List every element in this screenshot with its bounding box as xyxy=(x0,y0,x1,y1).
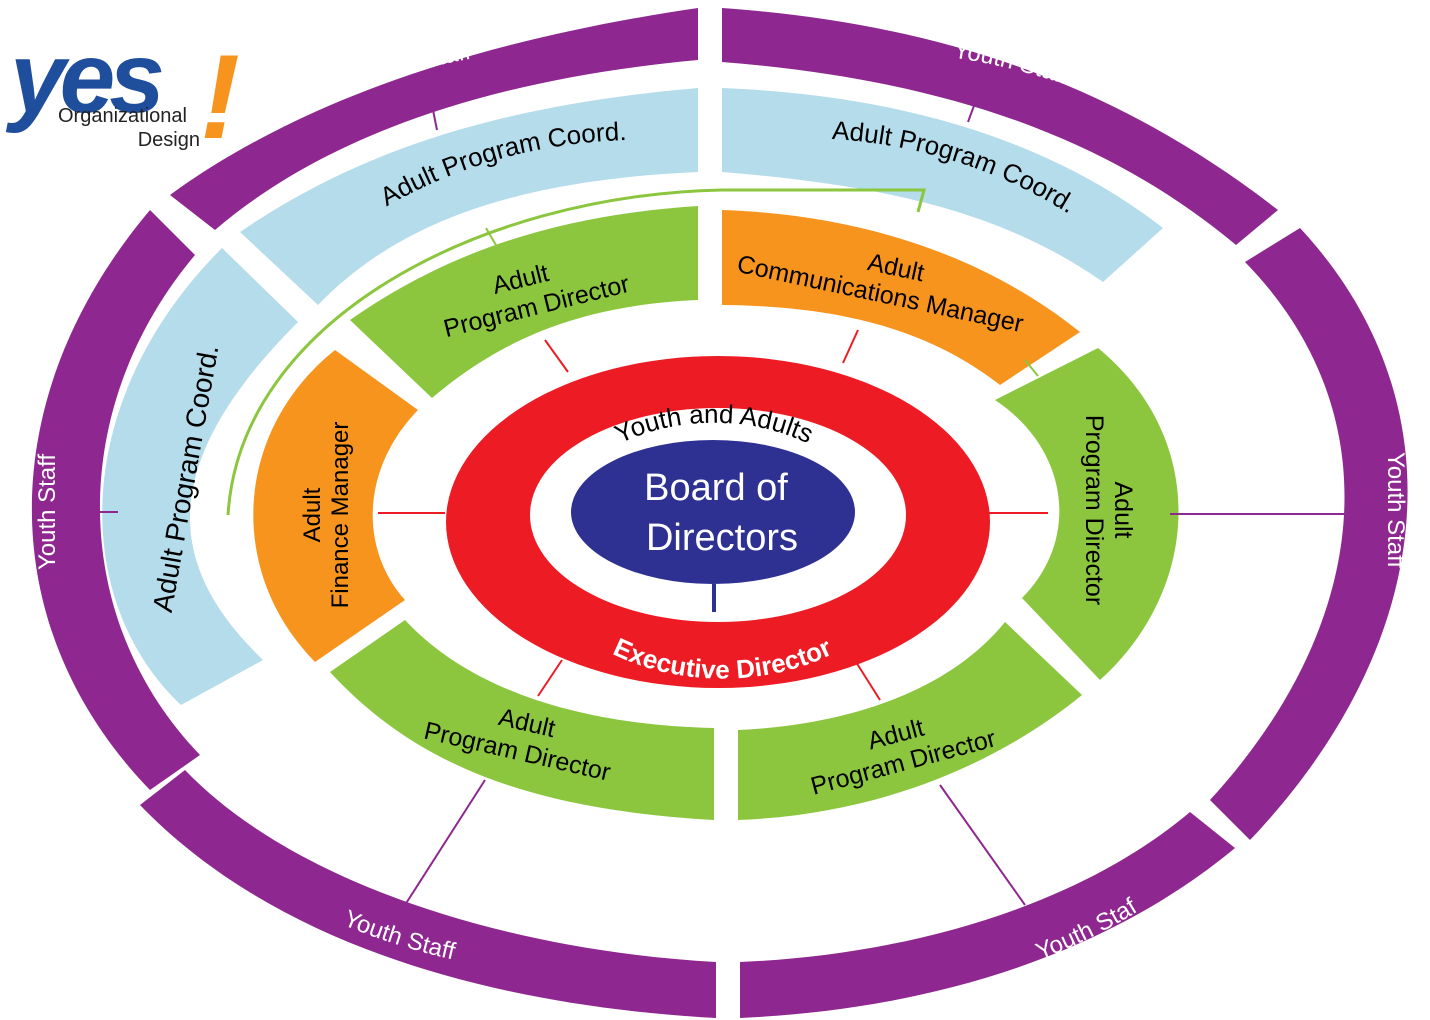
connector-line xyxy=(404,779,486,906)
role-segment-top-right xyxy=(722,210,1080,385)
program-coord-connector-arc xyxy=(226,188,926,516)
youth-staff-segment-bottom-right xyxy=(740,812,1235,1018)
program-coord-segment-left xyxy=(102,248,298,705)
connector-line xyxy=(432,109,438,131)
program-coord-ring xyxy=(102,88,1163,705)
youth-staff-segment-top-right xyxy=(722,8,1278,245)
director-ring xyxy=(253,206,1179,820)
connector-line xyxy=(842,329,859,364)
youth-staff-segment-top-left xyxy=(170,8,698,230)
role-label-line1: Adult xyxy=(299,487,326,542)
connector-lines xyxy=(85,102,1346,906)
role-label-right: Adult Program Director xyxy=(1080,415,1137,605)
board-title-line1: Board of xyxy=(644,467,788,509)
role-label-line2: Program Director xyxy=(1080,415,1108,605)
logo-line1: Organizational xyxy=(58,105,187,127)
role-segment-right xyxy=(995,348,1179,680)
role-segment-top-left xyxy=(350,206,698,398)
connector-line xyxy=(1024,359,1039,377)
role-label-left: Adult Finance Manager xyxy=(299,422,354,609)
role-segment-bottom-left xyxy=(330,620,714,820)
connector-line xyxy=(939,784,1026,906)
yes-logo: yes ! Organizational Design xyxy=(5,22,240,164)
role-label-line1: Adult xyxy=(1109,482,1137,539)
logo-wordmark: yes xyxy=(5,22,162,134)
connector-line xyxy=(537,659,563,697)
youth-staff-segment-left xyxy=(31,210,201,790)
program-coord-segment-top-right xyxy=(722,88,1163,282)
role-label-line2: Finance Manager xyxy=(327,422,354,609)
role-segment-left xyxy=(253,350,418,662)
connector-line xyxy=(967,102,976,123)
youth-staff-label-right: Youth Staff xyxy=(1382,452,1409,568)
role-segment-bottom-right xyxy=(738,622,1082,820)
connector-line xyxy=(855,661,881,701)
program-coord-segment-top-left xyxy=(240,88,698,305)
connector-line xyxy=(544,339,569,373)
logo-line2: Design xyxy=(138,129,200,151)
board-title-line2: Directors xyxy=(646,517,798,559)
youth-staff-label-left: Youth Staff xyxy=(34,454,61,570)
youth-staff-segment-bottom-left xyxy=(140,770,716,1018)
youth-staff-segment-right xyxy=(1210,228,1408,840)
board-of-directors-core xyxy=(571,440,855,584)
logo-exclamation: ! xyxy=(200,30,240,164)
connector-line xyxy=(485,227,501,253)
youth-staff-ring xyxy=(31,8,1408,1018)
